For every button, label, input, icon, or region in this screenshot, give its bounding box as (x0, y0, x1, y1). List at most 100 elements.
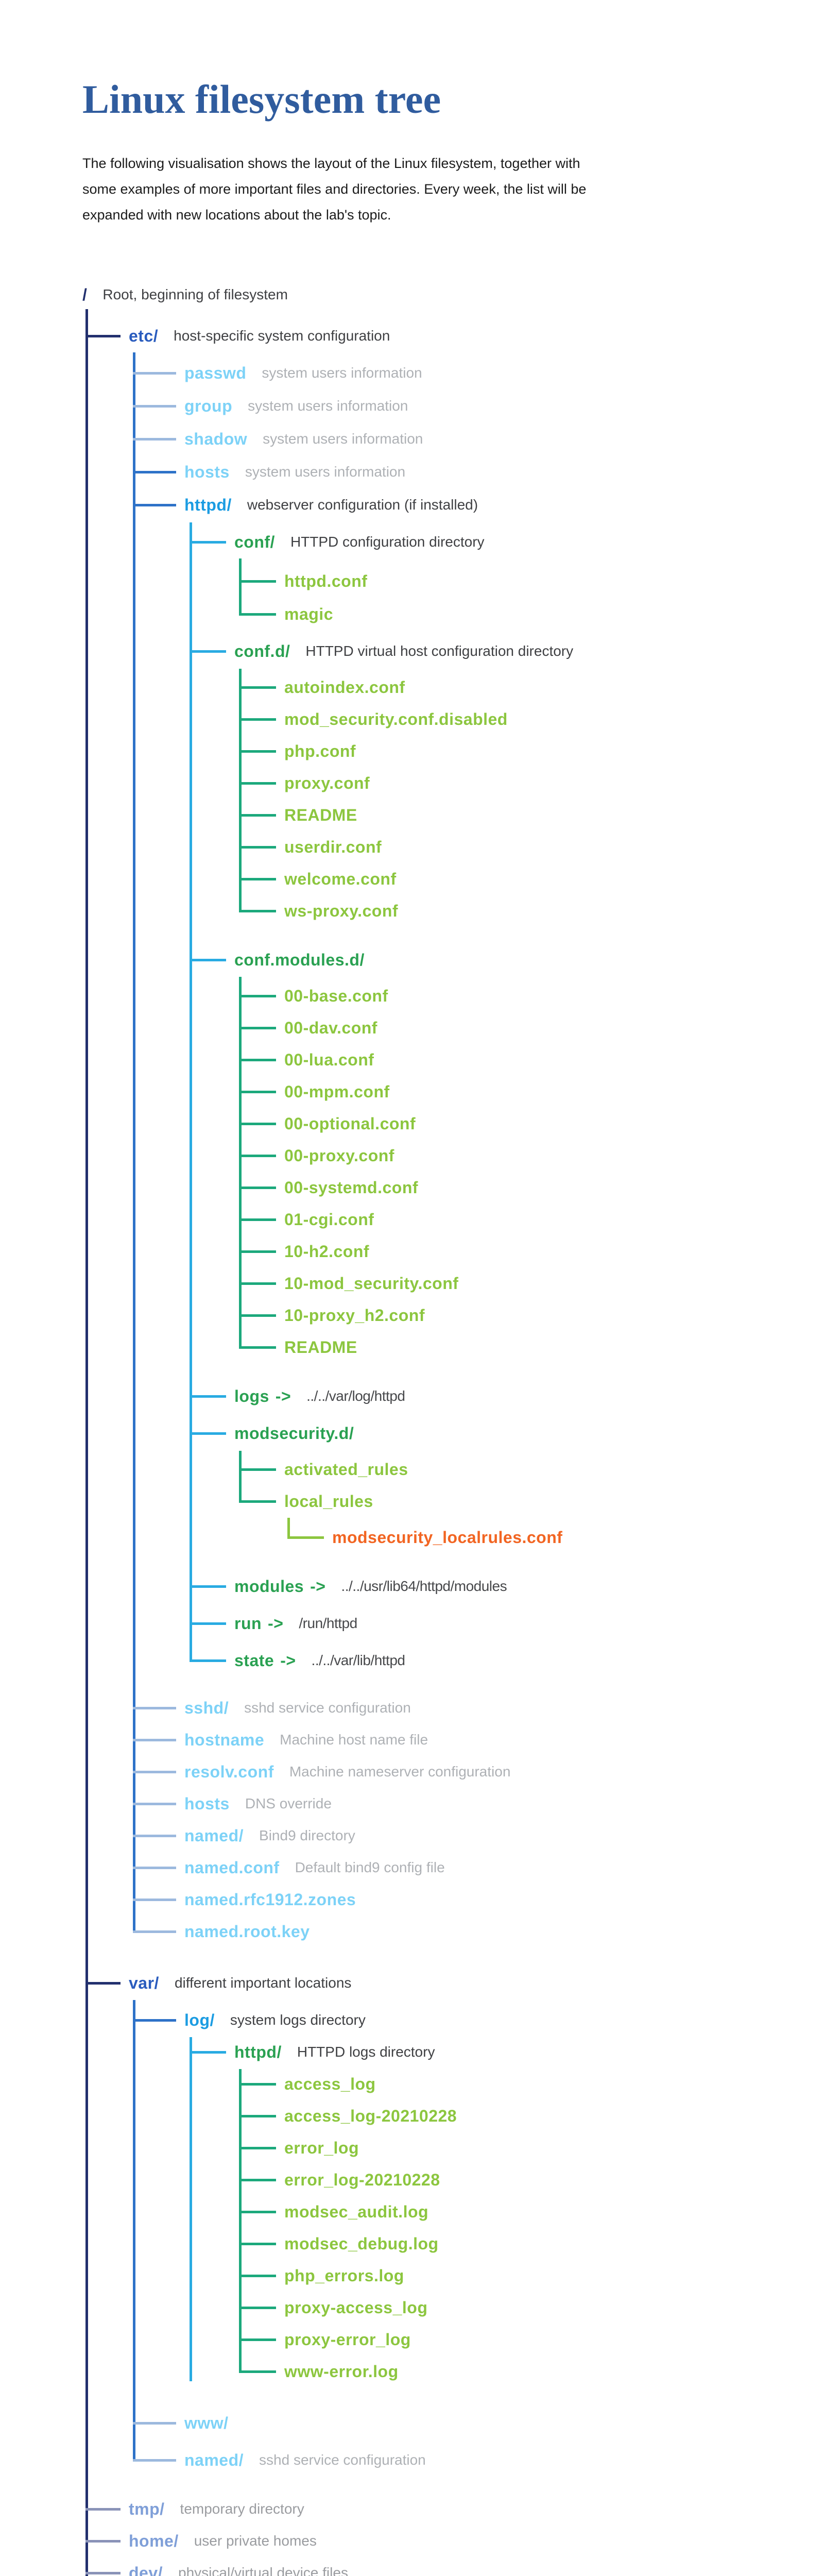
tree-connector-line (239, 1500, 276, 1503)
tree-node-modsecurity.d: modsecurity.d/ (234, 1417, 354, 1449)
tree-node-conf.modules.d: conf.modules.d/ (234, 944, 365, 976)
tree-node-logs: logs->../../var/log/httpd (234, 1380, 405, 1412)
node-label: error_log-20210228 (284, 2170, 440, 2189)
tree-node-modsec-debug.log: modsec_debug.log (284, 2228, 439, 2260)
tree-node-welcome.conf: welcome.conf (284, 863, 397, 895)
tree-node-: /Root, beginning of filesystem (82, 279, 288, 311)
tree-connector-line (239, 2307, 276, 2309)
node-label: ws-proxy.conf (284, 901, 399, 920)
tree-node-00-systemd.conf: 00-systemd.conf (284, 1172, 418, 1204)
node-label: modsec_debug.log (284, 2234, 439, 2253)
node-label: access_log-20210228 (284, 2106, 457, 2125)
tree-connector-line (239, 2147, 276, 2149)
node-description: sshd service configuration (244, 1700, 411, 1716)
node-label: 00-base.conf (284, 986, 388, 1005)
tree-connector-line (190, 2051, 226, 2054)
tree-connector-line (239, 910, 276, 912)
tree-node-magic: magic (284, 598, 333, 630)
tree-node-modsec-audit.log: modsec_audit.log (284, 2196, 428, 2228)
tree-node-10-proxy-h2.conf: 10-proxy_h2.conf (284, 1299, 425, 1331)
tree-connector-line (133, 1707, 176, 1709)
tree-branch-line (85, 309, 88, 2576)
tree-branch-line (133, 2000, 135, 2461)
node-label: dev/ (129, 2563, 163, 2576)
node-label: modsecurity.d/ (234, 1423, 354, 1443)
tree-connector-line (239, 1282, 276, 1285)
tree-connector-line (133, 471, 176, 473)
node-label: state (234, 1651, 274, 1670)
tree-node-activated-rules: activated_rules (284, 1453, 408, 1485)
node-label: httpd.conf (284, 571, 368, 590)
tree-branch-line (287, 1518, 290, 1538)
node-label: README (284, 805, 357, 824)
node-description: Machine nameserver configuration (289, 1764, 511, 1780)
node-label: activated_rules (284, 1460, 408, 1479)
node-label: conf.d/ (234, 641, 290, 660)
tree-connector-line (239, 1468, 276, 1471)
tree-connector-line (239, 2211, 276, 2213)
node-description: Machine host name file (280, 1732, 428, 1748)
tree-node-sshd: sshd/sshd service configuration (184, 1692, 411, 1724)
tree-node-access-log-20210228: access_log-20210228 (284, 2100, 457, 2132)
node-description: Bind9 directory (259, 1827, 355, 1843)
node-label: php.conf (284, 741, 356, 760)
node-label: mod_security.conf.disabled (284, 709, 508, 728)
tree-connector-line (85, 335, 121, 337)
tree-connector-line (133, 372, 176, 375)
node-description: HTTPD logs directory (297, 2044, 435, 2060)
node-label: named.conf (184, 1858, 280, 1877)
tree-connector-line (239, 1059, 276, 1061)
tree-connector-line (190, 1659, 226, 1662)
tree-connector-line (133, 2019, 176, 2022)
tree-node-tmp: tmp/temporary directory (129, 2493, 304, 2525)
tree-connector-line (85, 2508, 121, 2511)
tree-node-php.conf: php.conf (284, 735, 356, 767)
node-label: www/ (184, 2413, 229, 2432)
intro-paragraph: The following visualisation shows the la… (82, 156, 587, 223)
symlink-target-path: ../../var/lib/httpd (311, 1652, 405, 1668)
node-description: host-specific system configuration (174, 328, 390, 344)
tree-connector-line (239, 1091, 276, 1093)
node-label: modsec_audit.log (284, 2202, 429, 2221)
node-description: temporary directory (180, 2501, 304, 2517)
tree-connector-line (190, 541, 226, 544)
node-label: sshd/ (184, 1698, 229, 1717)
node-label: 00-optional.conf (284, 1114, 416, 1133)
tree-connector-line (133, 1803, 176, 1805)
tree-connector-line (133, 2459, 176, 2462)
tree-node-httpd: httpd/webserver configuration (if instal… (184, 489, 478, 521)
tree-connector-line (239, 1250, 276, 1253)
node-description: different important locations (174, 1975, 352, 1991)
node-label: httpd/ (184, 495, 232, 514)
tree-node-log: log/system logs directory (184, 2004, 366, 2036)
node-label: modules (234, 1577, 304, 1596)
tree-branch-line (190, 2037, 192, 2381)
node-label: conf/ (234, 532, 275, 551)
tree-node-01-cgi.conf: 01-cgi.conf (284, 1204, 374, 1235)
node-label: hosts (184, 1794, 230, 1813)
tree-node-modules: modules->../../usr/lib64/httpd/modules (234, 1570, 507, 1602)
node-label: php_errors.log (284, 2266, 404, 2285)
symlink-arrow-icon: -> (275, 1386, 291, 1405)
tree-node-10-mod-security.conf: 10-mod_security.conf (284, 1267, 458, 1299)
tree-node-access-log: access_log (284, 2068, 376, 2100)
tree-connector-line (239, 718, 276, 721)
node-label: named.root.key (184, 1922, 310, 1941)
tree-node-00-mpm.conf: 00-mpm.conf (284, 1076, 390, 1108)
tree-connector-line (190, 1585, 226, 1588)
tree-node-readme: README (284, 799, 357, 831)
tree-node-httpd: httpd/HTTPD logs directory (234, 2036, 435, 2068)
tree-connector-line (133, 438, 176, 440)
node-description: HTTPD configuration directory (290, 534, 485, 550)
tree-connector-line (190, 1622, 226, 1625)
tree-node-modsecurity-localrules.conf: modsecurity_localrules.conf (332, 1521, 562, 1553)
node-label: group (184, 396, 233, 415)
tree-branch-line (239, 1451, 242, 1502)
tree-node-conf.d: conf.d/HTTPD virtual host configuration … (234, 635, 573, 667)
tree-node-readme: README (284, 1331, 357, 1363)
tree-connector-line (239, 1346, 276, 1349)
tree-connector-line (239, 782, 276, 785)
